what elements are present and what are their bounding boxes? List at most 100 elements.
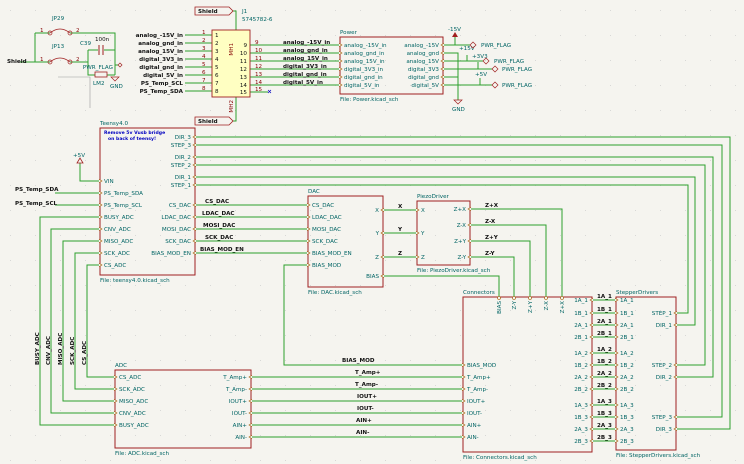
net-label: AIN+: [356, 418, 372, 424]
sheet-pin: analog_15V: [406, 59, 439, 65]
grid-dot: [685, 135, 686, 136]
grid-dot: [485, 110, 486, 111]
grid-dot: [485, 235, 486, 236]
grid-dot: [485, 285, 486, 286]
port-glyph-icon: [98, 178, 103, 184]
jumper-pad: [67, 30, 73, 36]
grid-dot: [735, 210, 736, 211]
grid-dot: [510, 410, 511, 411]
connector-j1[interactable]: [211, 29, 251, 98]
port-glyph-icon: [512, 296, 516, 300]
net-label: 2A_2: [597, 371, 612, 377]
grid-dot: [485, 35, 486, 36]
sheet-pin: DIR_3: [656, 427, 673, 433]
grid-dot: [210, 285, 211, 286]
j1-value: 5745782-6: [242, 17, 273, 23]
grid-dot: [360, 210, 361, 211]
grid-dot: [360, 60, 361, 61]
port-glyph-icon: [98, 214, 103, 220]
power-p15: +15V: [459, 46, 475, 52]
pwr-flag-label: PWR_FLAG: [83, 65, 113, 71]
grid-dot: [60, 85, 61, 86]
sheet-pin: analog_gnd_in: [344, 51, 385, 57]
power-m15: -15V: [448, 27, 461, 33]
port-glyph-icon: [306, 202, 311, 208]
grid-dot: [210, 160, 211, 161]
port-glyph-icon: [113, 422, 118, 428]
net-label: MISO_ADC: [58, 333, 64, 365]
grid-dot: [185, 210, 186, 211]
sheet-pin: 2B_2: [574, 387, 588, 393]
port-glyph-icon: [380, 273, 385, 279]
grid-dot: [710, 185, 711, 186]
sheet-pin: digital_5V_in: [344, 83, 380, 89]
grid-dot: [710, 160, 711, 161]
grid-dot: [435, 10, 436, 11]
port-glyph-icon: [248, 386, 253, 392]
grid-dot: [660, 335, 661, 336]
grid-dot: [210, 135, 211, 136]
sheet-teensy[interactable]: [98, 127, 197, 276]
sheet-dac[interactable]: [306, 195, 385, 288]
port-glyph-icon: [461, 386, 466, 392]
grid-dot: [110, 160, 111, 161]
sheet-power[interactable]: [338, 36, 445, 95]
grid-dot: [685, 160, 686, 161]
grid-dot: [410, 360, 411, 361]
shield-label-top: [194, 6, 234, 16]
grid-dot: [360, 35, 361, 36]
grid-dot: [210, 460, 211, 461]
grid-dot: [285, 60, 286, 61]
sheet-conn[interactable]: [461, 296, 594, 453]
grid-dot: [35, 10, 36, 11]
grid-dot: [110, 335, 111, 336]
grid-dot: [60, 360, 61, 361]
port-glyph-icon: [98, 250, 103, 256]
net-label: 2B_1: [597, 331, 612, 337]
port-glyph-icon: [338, 58, 343, 64]
grid-dot: [635, 410, 636, 411]
sheet-pin: 2A_1: [620, 323, 634, 329]
grid-dot: [285, 310, 286, 311]
sheet-pin: Z+X: [454, 207, 467, 213]
input-protection[interactable]: [47, 28, 123, 82]
grid-dot: [310, 460, 311, 461]
sheet-piezo[interactable]: [415, 200, 472, 266]
grid-dot: [710, 85, 711, 86]
grid-dot: [85, 285, 86, 286]
sheet-adc[interactable]: [113, 369, 253, 449]
grid-dot: [735, 85, 736, 86]
grid-dot: [335, 260, 336, 261]
grid-dot: [135, 410, 136, 411]
grid-dot: [710, 260, 711, 261]
grid-dot: [635, 35, 636, 36]
grid-dot: [110, 310, 111, 311]
grid-dot: [85, 185, 86, 186]
grid-dot: [410, 335, 411, 336]
sheet-name: Power: [340, 30, 358, 36]
sheet-pin: 2B_3: [620, 439, 634, 445]
grid-dot: [410, 460, 411, 461]
grid-dot: [635, 85, 636, 86]
port-glyph-icon: [589, 414, 594, 420]
grid-dot: [610, 335, 611, 336]
grid-dot: [685, 35, 686, 36]
grid-dot: [510, 260, 511, 261]
grid-dot: [110, 135, 111, 136]
grid-dot: [735, 260, 736, 261]
pin-number: 5: [202, 62, 206, 68]
sheet-stepper[interactable]: [614, 296, 678, 451]
grid-dot: [285, 260, 286, 261]
grid-dot: [585, 285, 586, 286]
grid-dot: [235, 210, 236, 211]
port-glyph-icon: [673, 374, 678, 380]
j1-net-label: analog_15V_in: [283, 56, 328, 62]
grid-dot: [385, 410, 386, 411]
grid-dot: [310, 60, 311, 61]
grid-dot: [410, 160, 411, 161]
grid-dot: [710, 460, 711, 461]
j1-net-label: analog_-15V_in: [283, 40, 330, 46]
grid-dot: [60, 35, 61, 36]
